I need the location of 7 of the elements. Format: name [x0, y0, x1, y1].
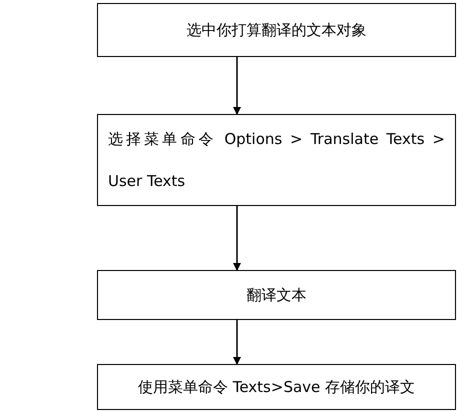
- process-box: 使用菜单命令 Texts>Save 存储你的译文: [97, 364, 456, 410]
- arrow: [233, 206, 241, 271]
- process-box: 翻译文本: [97, 270, 456, 320]
- arrow: [233, 320, 241, 365]
- arrow: [233, 57, 241, 115]
- process-box: 选中你打算翻译的文本对象: [97, 3, 456, 57]
- process-box: 选择菜单命令 Options > Translate Texts > User Texts: [97, 114, 456, 206]
